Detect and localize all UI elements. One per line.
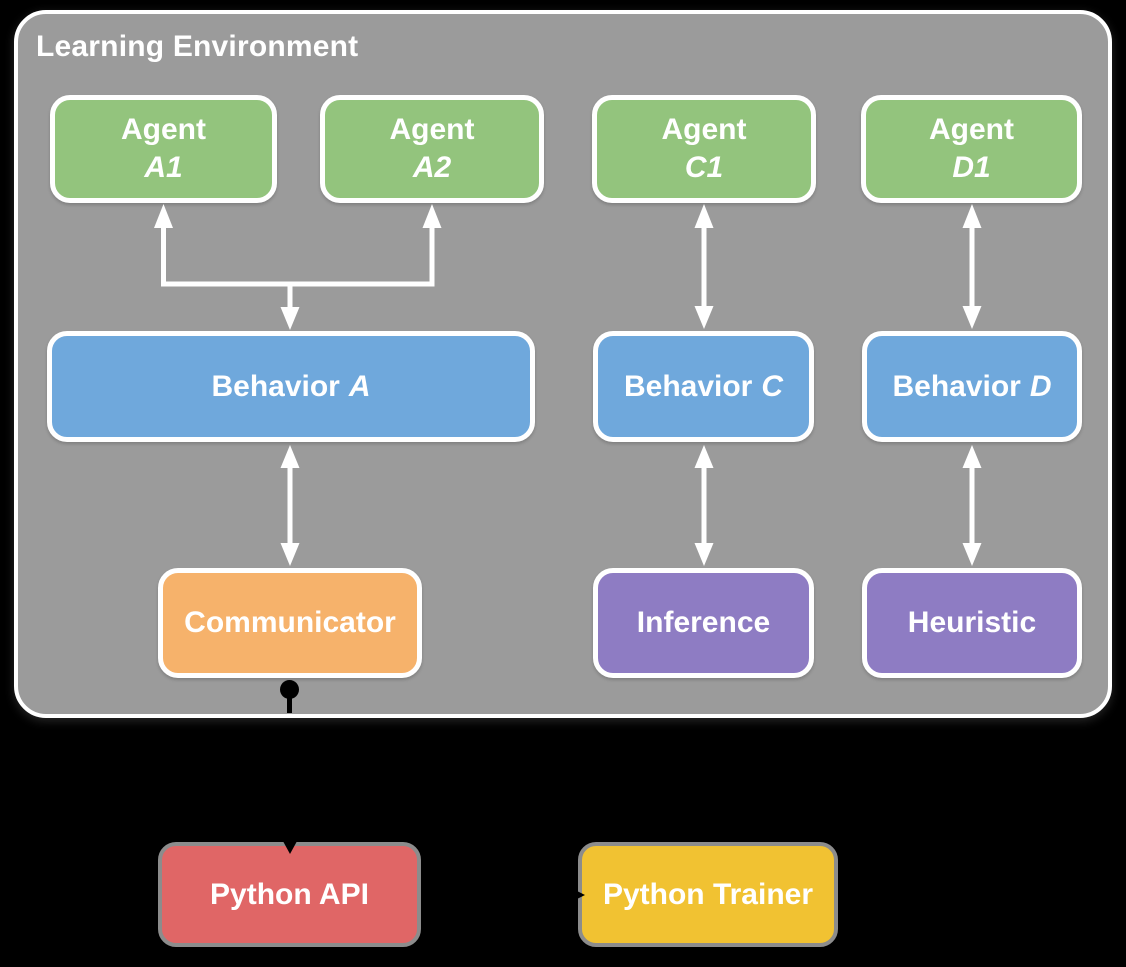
agent-d1-id: D1 xyxy=(952,151,991,184)
behavior-d-label: Behavior xyxy=(892,369,1021,403)
communicator-label: Communicator xyxy=(184,606,396,639)
heuristic-box: Heuristic xyxy=(862,568,1082,678)
agent-d1-box: Agent D1 xyxy=(861,95,1082,203)
heuristic-label: Heuristic xyxy=(907,606,1037,639)
behavior-a-box: Behavior A xyxy=(47,331,535,442)
python-api-label: Python API xyxy=(210,877,369,911)
agent-c1-id: C1 xyxy=(684,151,724,184)
python-trainer-box: Python Trainer xyxy=(578,842,838,947)
behavior-d-box: Behavior D xyxy=(862,331,1082,442)
python-api-box: Python API xyxy=(158,842,421,947)
agent-a1-label: Agent xyxy=(121,113,206,146)
inference-label: Inference xyxy=(636,606,771,639)
behavior-a-label: Behavior xyxy=(211,369,340,403)
agent-a1-id: A1 xyxy=(144,151,183,184)
agent-c1-box: Agent C1 xyxy=(592,95,816,203)
agent-a2-label: Agent xyxy=(389,113,475,146)
agent-a1-box: Agent A1 xyxy=(50,95,277,203)
behavior-c-id: C xyxy=(761,369,784,403)
communicator-box: Communicator xyxy=(158,568,422,678)
agent-c1-label: Agent xyxy=(661,113,747,146)
agent-d1-label: Agent xyxy=(929,113,1014,146)
python-trainer-label: Python Trainer xyxy=(602,877,814,911)
learning-environment-title: Learning Environment xyxy=(36,30,359,63)
agent-a2-id: A2 xyxy=(412,151,452,184)
behavior-a-id: A xyxy=(348,369,371,403)
behavior-d-id: D xyxy=(1029,369,1052,403)
behavior-c-box: Behavior C xyxy=(593,331,814,442)
agent-a2-box: Agent A2 xyxy=(320,95,544,203)
behavior-c-label: Behavior xyxy=(623,369,753,403)
inference-box: Inference xyxy=(593,568,814,678)
